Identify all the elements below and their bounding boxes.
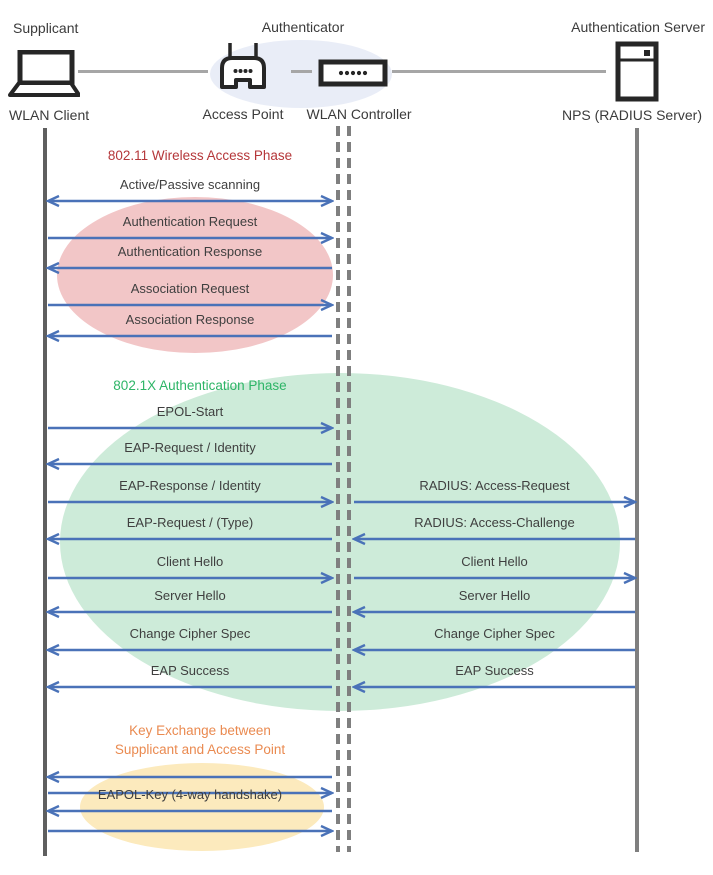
arrow-right — [48, 786, 334, 800]
arrow-right — [354, 495, 637, 509]
message-label: RADIUS: Access-Request — [419, 478, 570, 493]
message-label: Server Hello — [154, 588, 226, 603]
message-change-cipher-spec: Change Cipher Spec — [46, 625, 334, 657]
message-eap-request-identity: EAP-Request / Identity — [46, 439, 334, 471]
device-label-access-point: Access Point — [202, 106, 284, 122]
lifeline-auth-server — [635, 128, 639, 852]
message-change-cipher-spec: Change Cipher Spec — [352, 625, 637, 657]
message-eap-response-identity: EAP-Response / Identity — [46, 477, 334, 509]
arrow-left — [46, 770, 332, 784]
message-label: Active/Passive scanning — [119, 177, 261, 192]
arrow-left — [46, 532, 332, 546]
connector-client-ap — [78, 70, 208, 73]
phase-title-key-exchange-line2: Supplicant and Access Point — [114, 742, 286, 757]
arrow-right — [48, 495, 334, 509]
phase-title-key-exchange: Key Exchange between Supplicant and Acce… — [45, 721, 355, 759]
message-radius-access-request: RADIUS: Access-Request — [352, 477, 637, 509]
phase-title-80211: 802.11 Wireless Access Phase — [107, 148, 293, 163]
message-eap-success: EAP Success — [46, 662, 334, 694]
message-label: Client Hello — [461, 554, 528, 569]
message-label: EAP-Request / Identity — [124, 440, 256, 455]
arrow-left — [46, 329, 332, 343]
lifeline-authenticator-left — [336, 126, 340, 852]
message-label: RADIUS: Access-Challenge — [414, 515, 575, 530]
lifeline-supplicant — [43, 128, 47, 856]
message-association-response: Association Response — [46, 311, 334, 343]
arrow-right — [48, 231, 334, 245]
phase-ellipse-80211 — [57, 197, 333, 353]
arrow-left — [46, 643, 332, 657]
device-label-wlan-controller: WLAN Controller — [306, 106, 412, 122]
arrow-right — [48, 571, 334, 585]
message-arrow — [46, 806, 334, 838]
message-label: Authentication Response — [117, 244, 263, 259]
arrow-right — [48, 298, 334, 312]
arrow-left — [46, 605, 332, 619]
message-association-request: Association Request — [46, 280, 334, 312]
arrow-left — [352, 532, 635, 546]
message-server-hello: Server Hello — [352, 587, 637, 619]
message-client-hello: Client Hello — [46, 553, 334, 585]
arrow-left — [352, 605, 635, 619]
arrow-left — [352, 680, 635, 694]
arrow-left — [352, 643, 635, 657]
message-label: EAP-Response / Identity — [119, 478, 261, 493]
arrow-left — [46, 261, 332, 275]
actor-title-authenticator: Authenticator — [261, 19, 345, 35]
message-eap-request-type: EAP-Request / (Type) — [46, 514, 334, 546]
arrow-left — [46, 457, 332, 471]
actor-title-supplicant: Supplicant — [13, 20, 79, 36]
device-label-nps: NPS (RADIUS Server) — [561, 107, 702, 123]
phase-title-8021x: 802.1X Authentication Phase — [113, 378, 287, 393]
message-label: Client Hello — [156, 554, 224, 569]
message-server-hello: Server Hello — [46, 587, 334, 619]
message-eap-success: EAP Success — [352, 662, 637, 694]
connector-wlc-server — [392, 70, 606, 73]
access-point-icon — [220, 43, 266, 89]
actor-title-auth-server: Authentication Server — [571, 19, 705, 35]
message-label: Server Hello — [458, 588, 531, 603]
lifeline-authenticator-right — [347, 126, 351, 852]
message-arrow — [46, 752, 334, 784]
phase-ellipse-8021x — [60, 373, 620, 711]
message-label: EAPOL-Key (4-way handshake) — [97, 787, 283, 802]
device-label-wlan-client: WLAN Client — [9, 107, 90, 123]
message-epol-start: EPOL-Start — [46, 403, 334, 435]
server-icon — [615, 41, 659, 102]
message-label: EAP Success — [455, 663, 534, 678]
message-label: Change Cipher Spec — [434, 626, 555, 641]
arrow-left — [46, 680, 332, 694]
arrow-right — [48, 421, 334, 435]
arrow-both — [46, 194, 334, 208]
arrow-right — [354, 571, 637, 585]
message-label: EPOL-Start — [156, 404, 224, 419]
message-label: Association Request — [130, 281, 250, 296]
message-label: Authentication Request — [122, 214, 258, 229]
message-label: Change Cipher Spec — [129, 626, 251, 641]
arrow-right — [48, 824, 334, 838]
message-client-hello: Client Hello — [352, 553, 637, 585]
connector-ap-wlc — [291, 70, 312, 73]
message-label: EAP-Request / (Type) — [126, 515, 254, 530]
laptop-icon — [8, 50, 80, 97]
message-authentication-response: Authentication Response — [46, 243, 334, 275]
message-authentication-request: Authentication Request — [46, 213, 334, 245]
message-radius-access-challenge: RADIUS: Access-Challenge — [352, 514, 637, 546]
message-label: Association Response — [125, 312, 255, 327]
message-eapol-key-4-way-handshake: EAPOL-Key (4-way handshake) — [46, 786, 334, 818]
wlan-controller-icon — [318, 59, 388, 87]
message-label: EAP Success — [150, 663, 230, 678]
message-active-passive-scanning: Active/Passive scanning — [46, 176, 334, 208]
phase-title-key-exchange-line1: Key Exchange between — [129, 723, 271, 738]
arrow-left — [46, 804, 332, 818]
message-arrow — [46, 768, 334, 800]
